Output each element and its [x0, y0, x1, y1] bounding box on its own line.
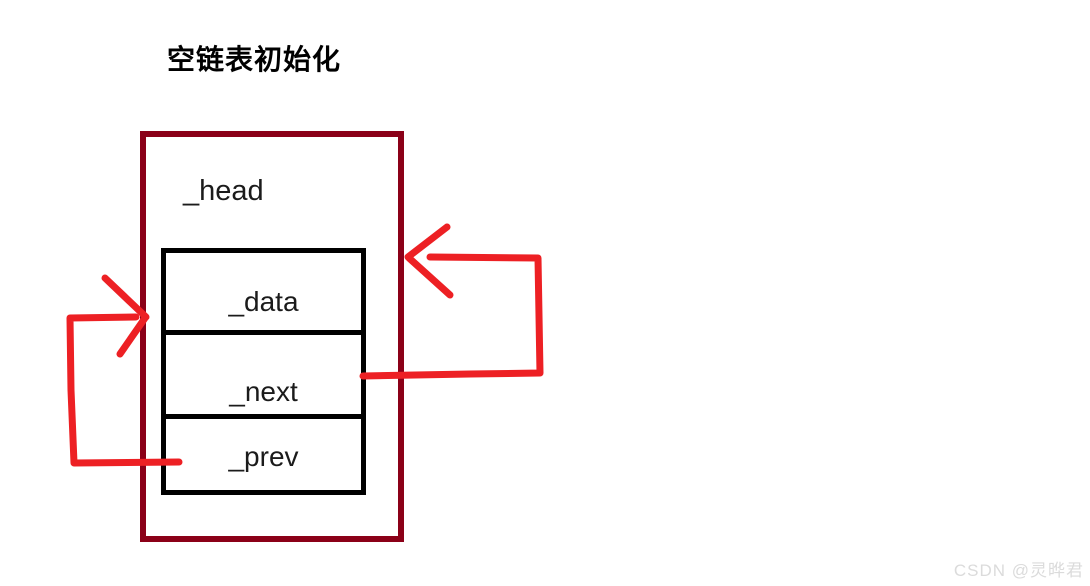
- arrow-next-head-lower-barb: [405, 254, 454, 299]
- node-field-prev: _prev: [166, 414, 361, 490]
- watermark: CSDN @灵晔君: [953, 561, 1084, 580]
- node-field-next: _next: [166, 330, 361, 414]
- node-field-data: _data: [228, 285, 299, 317]
- page-title: 空链表初始化: [167, 44, 342, 75]
- arrow-next-head-upper-barb: [404, 223, 451, 261]
- node-struct-box: _data _next _prev: [161, 248, 366, 495]
- head-label: _head: [183, 175, 264, 207]
